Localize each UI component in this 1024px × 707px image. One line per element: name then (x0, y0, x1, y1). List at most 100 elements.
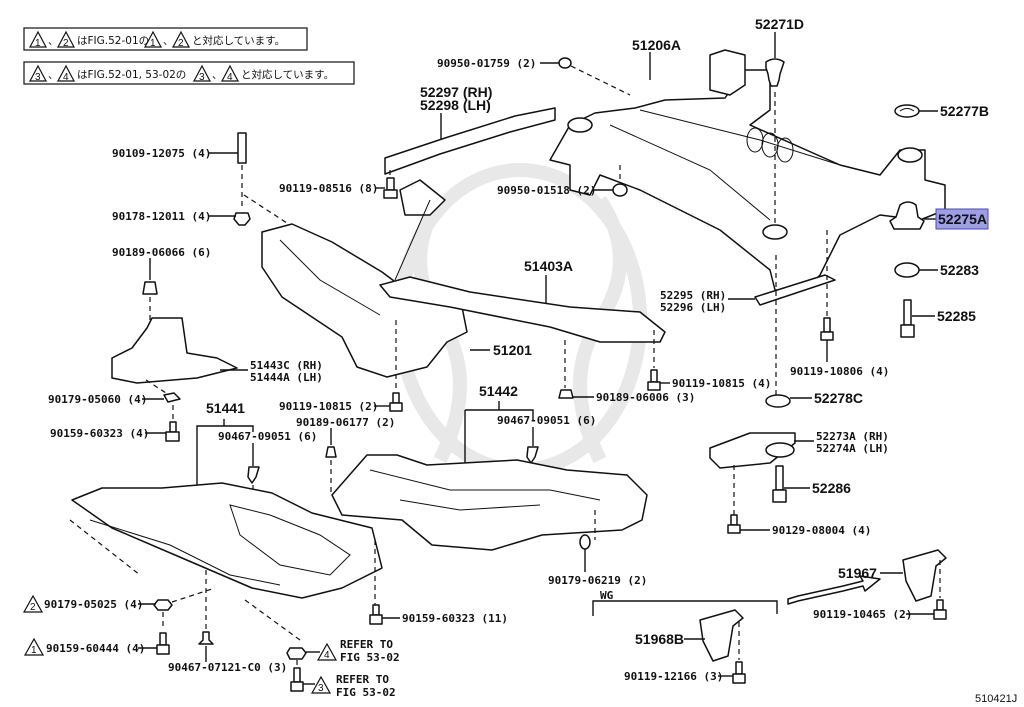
label-90109-12075[interactable]: 90109-12075 (4) (112, 147, 211, 160)
bolt-90159-60323-11[interactable] (369, 604, 383, 625)
label-90950-01759[interactable]: 90950-01759 (2) (437, 57, 536, 70)
figure-id: 510421J (975, 693, 1017, 705)
rear-suspension-member-drawing[interactable] (549, 49, 946, 291)
label-51444A[interactable]: 51444A (LH) (250, 371, 323, 384)
label-90129-08004[interactable]: 90129-08004 (4) (772, 524, 871, 537)
label-90189-06006[interactable]: 90189-06006 (3) (596, 391, 695, 404)
cap-90950-01518[interactable] (612, 183, 628, 197)
label-90467-09051-b[interactable]: 90467-09051 (6) (497, 414, 596, 427)
bracket-51967[interactable] (902, 549, 947, 602)
bolt-90159-60444[interactable] (156, 632, 170, 655)
triangle-marker-3b: 3 (193, 64, 211, 83)
brace-52295-52296[interactable] (754, 274, 836, 306)
label-fig-53-02-b[interactable]: FIG 53-02 (336, 686, 396, 699)
label-52286[interactable]: 52286 (812, 480, 851, 496)
label-51201[interactable]: 51201 (493, 342, 532, 358)
clip-90467-09051-a[interactable] (247, 466, 260, 484)
label-52273A[interactable]: 52273A (RH) (816, 430, 889, 443)
engine-under-cover-51442[interactable] (331, 454, 648, 551)
stopper-52277B[interactable] (894, 104, 920, 118)
label-51442[interactable]: 51442 (479, 383, 518, 399)
bolt-90119-08516[interactable] (383, 177, 398, 199)
label-90119-12166[interactable]: 90119-12166 (3) (624, 670, 723, 683)
bolt-90119-10815-4[interactable] (647, 369, 661, 391)
label-52295[interactable]: 52295 (RH) (660, 289, 726, 302)
bracket-51968B[interactable] (699, 609, 744, 662)
label-90159-60323-11[interactable]: 90159-60323 (11) (402, 612, 508, 625)
nut-90179-05060[interactable] (163, 392, 181, 403)
bolt-52286[interactable] (772, 465, 787, 503)
label-52285[interactable]: 52285 (937, 308, 976, 324)
stud-90109-12075[interactable] (237, 132, 247, 164)
label-52274A[interactable]: 52274A (LH) (816, 442, 889, 455)
label-52277B[interactable]: 52277B (940, 103, 989, 119)
label-90467-09051-a[interactable]: 90467-09051 (6) (218, 430, 317, 443)
label-90119-08516[interactable]: 90119-08516 (8) (279, 182, 378, 195)
retainer-52283[interactable] (894, 262, 920, 278)
bolt-90119-10815-2[interactable] (389, 392, 403, 412)
label-90189-06177[interactable]: 90189-06177 (2) (296, 416, 395, 429)
label-51206A[interactable]: 51206A (632, 37, 681, 53)
cap-90950-01759[interactable] (558, 57, 572, 69)
bolt-90119-10806[interactable] (820, 317, 834, 341)
label-90119-10815-4[interactable]: 90119-10815 (4) (672, 377, 771, 390)
svg-text:、: 、 (48, 35, 59, 47)
bolt-90159-60323-4[interactable] (165, 421, 180, 442)
bolt-90129-08004[interactable] (727, 514, 741, 534)
triangle-marker-2b: 2 (172, 30, 190, 49)
engine-under-cover-51441[interactable] (71, 482, 383, 599)
label-51968B[interactable]: 51968B (635, 631, 684, 647)
label-52297[interactable]: 52297 (RH) (420, 84, 492, 100)
brace-51403A[interactable] (379, 199, 666, 343)
label-90179-05025[interactable]: 90179-05025 (4) (44, 598, 143, 611)
label-90159-60323-4[interactable]: 90159-60323 (4) (50, 427, 149, 440)
svg-text:3: 3 (318, 683, 324, 694)
label-52283[interactable]: 52283 (940, 262, 979, 278)
clip-90179-06219[interactable] (579, 534, 591, 550)
clip-90189-06066[interactable] (142, 281, 158, 295)
bolt-90119-12166[interactable] (732, 661, 746, 684)
nut-refer-4[interactable] (286, 647, 307, 660)
label-51403A[interactable]: 51403A (524, 258, 573, 274)
label-fig-53-02-a[interactable]: FIG 53-02 (340, 651, 400, 664)
front-suspension-member-51201[interactable] (261, 179, 468, 378)
label-52271D[interactable]: 52271D (755, 16, 804, 32)
label-51441[interactable]: 51441 (206, 400, 245, 416)
label-90179-05060[interactable]: 90179-05060 (4) (48, 393, 147, 406)
nut-90179-05025[interactable] (153, 599, 173, 611)
label-90179-06219[interactable]: 90179-06219 (2) (548, 574, 647, 587)
bump-stopper-52271D[interactable] (765, 58, 785, 87)
label-51967[interactable]: 51967 (838, 565, 877, 581)
label-90467-07121[interactable]: 90467-07121-C0 (3) (168, 661, 287, 674)
bolt-52285[interactable] (900, 299, 915, 338)
label-90189-06066[interactable]: 90189-06066 (6) (112, 246, 211, 259)
label-90119-10806[interactable]: 90119-10806 (4) (790, 365, 889, 378)
label-52275A[interactable]: 52275A (938, 211, 987, 227)
label-90119-10465[interactable]: 90119-10465 (2) (813, 608, 912, 621)
label-90950-01518[interactable]: 90950-01518 (2) (497, 184, 596, 197)
label-51443C[interactable]: 51443C (RH) (250, 359, 323, 372)
triangle-marker-2-callout: 2 (22, 594, 44, 613)
dash-90179-05060 (145, 379, 167, 394)
label-52278C[interactable]: 52278C (814, 390, 863, 406)
label-90159-60444[interactable]: 90159-60444 (4) (46, 642, 145, 655)
triangle-marker-4: 4 (57, 64, 75, 83)
label-90119-10815-2[interactable]: 90119-10815 (2) (279, 400, 378, 413)
label-52296[interactable]: 52296 (LH) (660, 301, 726, 314)
clip-90467-07121[interactable] (198, 631, 214, 645)
bolt-refer-3[interactable] (290, 667, 304, 692)
bushing-52275A[interactable] (889, 201, 925, 230)
clip-90467-09051-b[interactable] (526, 446, 539, 464)
cover-51443C-51444A[interactable] (111, 317, 238, 384)
clip-90189-06006[interactable] (558, 389, 574, 399)
bolt-90119-10465[interactable] (933, 599, 947, 620)
arrow-icon (787, 575, 881, 605)
nut-90178-12011[interactable] (233, 212, 251, 226)
bracket-52273A-52274A[interactable] (709, 432, 796, 469)
retainer-52278C[interactable] (765, 394, 791, 408)
dash-90178-12011 (243, 194, 291, 226)
brace-52297-52298[interactable] (384, 107, 556, 175)
clip-90189-06177[interactable] (325, 446, 337, 458)
label-90178-12011[interactable]: 90178-12011 (4) (112, 210, 211, 223)
label-52298[interactable]: 52298 (LH) (420, 97, 491, 113)
